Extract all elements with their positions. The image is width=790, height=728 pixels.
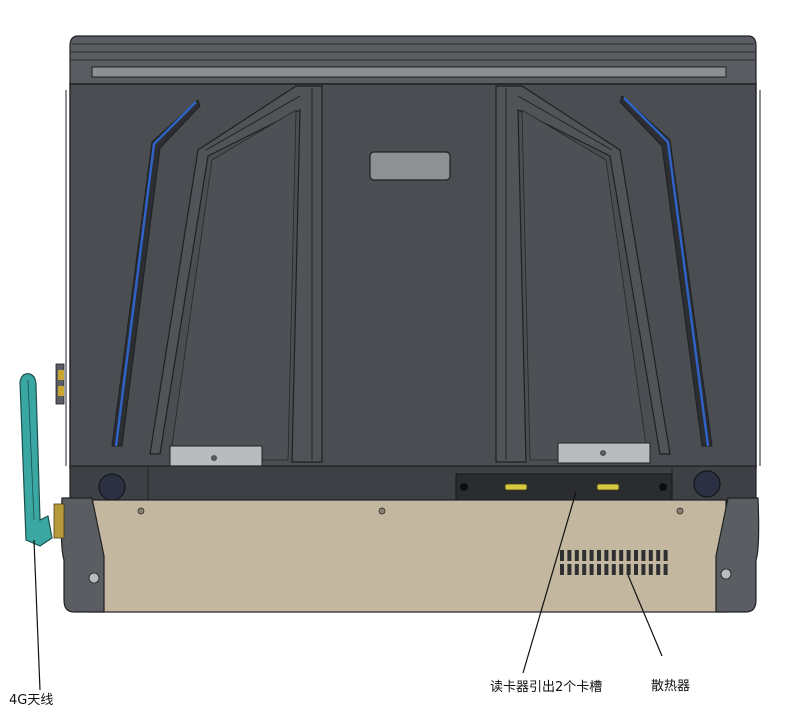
card-reader-leader bbox=[522, 491, 577, 674]
top-ribbed-edge bbox=[69, 35, 757, 85]
left-rubber-foot bbox=[98, 473, 126, 501]
vent-slot bbox=[567, 550, 572, 561]
right-blue-accent bbox=[619, 95, 713, 447]
vent-slot bbox=[656, 550, 661, 561]
vent-slot bbox=[611, 564, 616, 575]
card-reader-label: 读卡器引出2个卡槽 bbox=[490, 680, 603, 695]
right-hinge-plate bbox=[557, 442, 651, 464]
vent-slot bbox=[582, 550, 587, 561]
vent-slot bbox=[589, 564, 594, 575]
heatsink-label: 散热器 bbox=[651, 679, 691, 694]
vent-slot bbox=[663, 550, 668, 561]
antenna-leader bbox=[33, 539, 41, 691]
vent-slot bbox=[597, 564, 601, 575]
vent-slot bbox=[604, 550, 609, 561]
heatsink-vents bbox=[560, 550, 668, 575]
left-hinge-plate bbox=[169, 445, 263, 467]
right-kickstand bbox=[495, 85, 671, 463]
vent-slot bbox=[648, 564, 653, 575]
center-nameplate bbox=[369, 151, 451, 181]
vent-slot bbox=[634, 564, 638, 575]
vent-slot bbox=[619, 550, 624, 561]
leader-lines bbox=[33, 491, 663, 691]
vent-slot bbox=[648, 550, 653, 561]
vent-slot bbox=[604, 564, 609, 575]
card-slot-2 bbox=[596, 483, 620, 491]
right-rubber-foot bbox=[693, 470, 721, 498]
vent-slot bbox=[567, 564, 572, 575]
vent-slot bbox=[611, 550, 616, 561]
vent-slot bbox=[634, 550, 638, 561]
vent-slot bbox=[582, 564, 587, 575]
card-slot-1 bbox=[504, 483, 528, 491]
vent-slot bbox=[641, 564, 646, 575]
antenna-label: 4G天线 bbox=[9, 693, 54, 708]
vent-slot bbox=[589, 550, 594, 561]
heatsink-leader bbox=[627, 574, 663, 657]
vent-slot bbox=[619, 564, 624, 575]
left-blue-accent bbox=[111, 99, 201, 447]
vent-slot bbox=[574, 564, 579, 575]
card-reader-module bbox=[455, 473, 673, 501]
right-corner-bumper bbox=[715, 497, 760, 613]
vent-slot bbox=[626, 564, 631, 575]
vent-slot bbox=[560, 564, 564, 575]
antenna-4g bbox=[19, 373, 65, 547]
vent-slot bbox=[656, 564, 661, 575]
vent-slot bbox=[560, 550, 564, 561]
vent-slot bbox=[626, 550, 631, 561]
left-kickstand bbox=[149, 85, 323, 463]
side-connector bbox=[55, 363, 65, 405]
vent-slot bbox=[574, 550, 579, 561]
vent-slot bbox=[663, 564, 668, 575]
vent-slot bbox=[641, 550, 646, 561]
vent-slot bbox=[597, 550, 601, 561]
